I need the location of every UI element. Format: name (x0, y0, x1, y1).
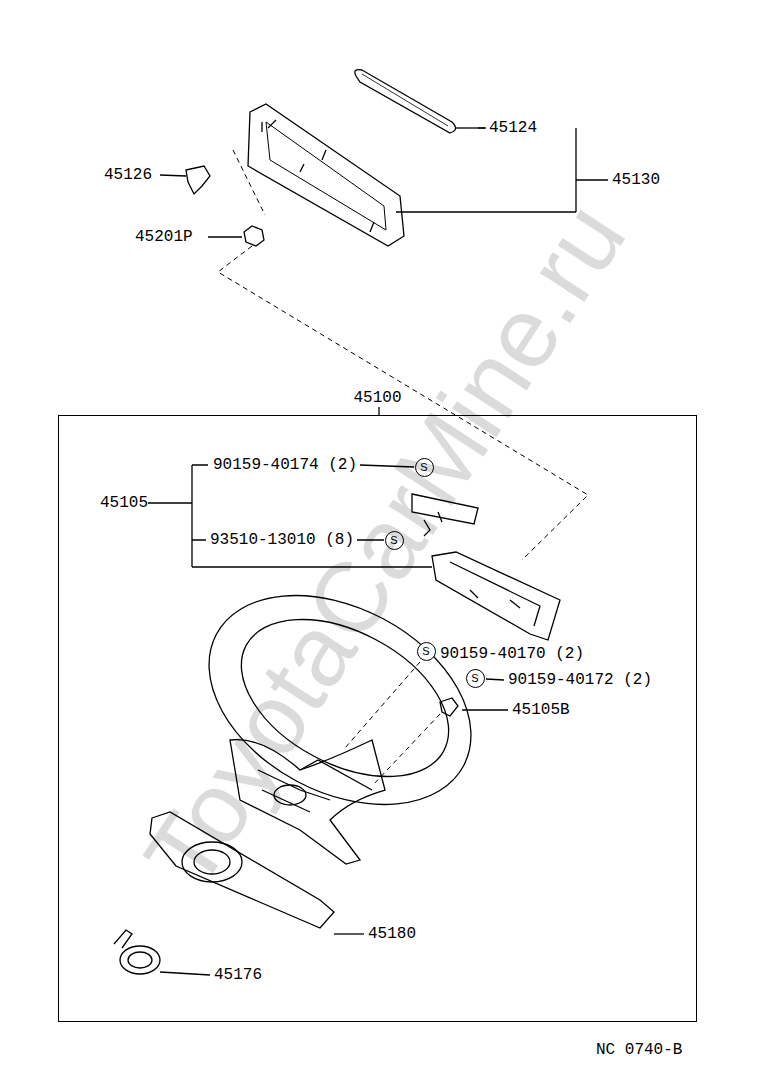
symbol-letter: S (422, 645, 429, 657)
callout-number: 90159-40172 (2) (508, 671, 652, 689)
standard-part-symbol: S (417, 642, 436, 661)
callout-number: 90159-40170 (2) (440, 645, 584, 663)
callout-number: 45105 (100, 494, 148, 512)
symbol-letter: S (471, 672, 478, 684)
callout-number: 45201P (135, 228, 193, 246)
callout-number: NC 0740-B (596, 1041, 682, 1059)
assembly-number: 45100 (353, 389, 401, 407)
callout-number: 45124 (489, 119, 537, 137)
callout-number: 45180 (368, 925, 416, 943)
callout-number: 45126 (104, 166, 152, 184)
standard-part-symbol: S (466, 669, 485, 688)
callout-number: 45176 (214, 966, 262, 984)
watermark: ToyotaCarMine.ru (124, 184, 646, 906)
callout-number: 45130 (612, 171, 660, 189)
callout-number: 45105B (512, 701, 570, 719)
callout-number: 90159-40174 (2) (213, 456, 357, 474)
